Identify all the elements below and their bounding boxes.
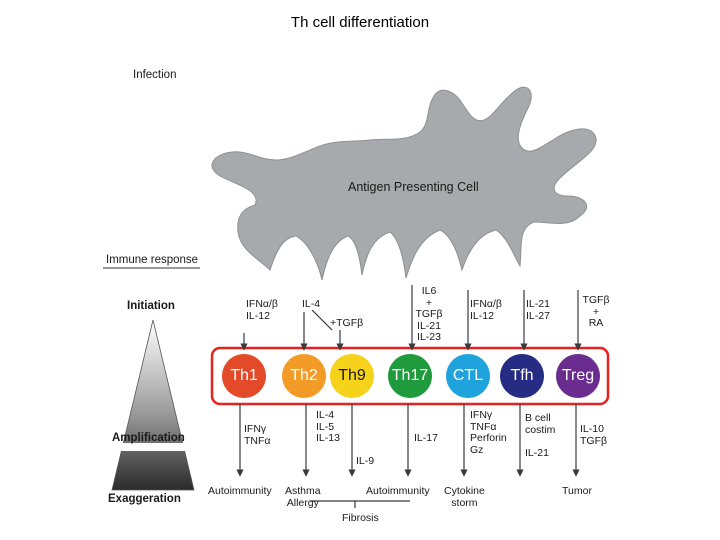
signal-th17: IL6 + TGFβ IL-21 IL-23 <box>415 285 443 343</box>
effector-th17: IL-17 <box>414 432 438 444</box>
immune-response-label: Immune response <box>106 254 199 266</box>
triangle-gap <box>104 443 202 451</box>
apc-label: Antigen Presenting Cell <box>348 180 479 194</box>
outcome-autoimmunity-th1: Autoimmunity <box>208 485 272 497</box>
cell-label: Th17 <box>391 367 429 384</box>
effector-treg: IL-10 TGFβ <box>580 423 608 447</box>
effector-tfh-costim: B cell costim <box>525 412 556 436</box>
pathogen-box-extracellular: Extracellular Bacteria/ Fungi <box>356 53 430 98</box>
effector-th9: IL-9 <box>356 455 375 467</box>
cell-label: Th9 <box>338 367 366 384</box>
signal-tfh: IL-21 IL-27 <box>526 298 550 322</box>
cell-label: Treg <box>561 367 595 384</box>
pathogen-label: Parasites <box>285 66 349 84</box>
arrow-tgfb-branch-left <box>311 309 333 331</box>
pathogen-label: Virus/ Intracellular Bacteria <box>213 57 269 93</box>
outcome-tumor: Tumor <box>562 485 592 497</box>
effector-ctl: IFNγ TNFα Perforin Gz <box>470 409 507 456</box>
cell-label: Th2 <box>290 367 318 384</box>
stage-initiation: Initiation <box>127 300 175 312</box>
cell-label: Th1 <box>230 367 258 384</box>
cell-tfh: Tfh <box>500 354 544 398</box>
outcome-fibrosis: Fibrosis <box>342 512 379 524</box>
pathogen-label: Extracellular Bacteria/ Fungi <box>364 57 422 93</box>
pathogen-box-parasites: Parasites <box>280 53 354 98</box>
cell-th2: Th2 <box>282 354 326 398</box>
cell-th9: Th9 <box>330 354 374 398</box>
effector-th1: IFNγ TNFα <box>244 423 271 447</box>
cell-ctl: CTL <box>446 354 490 398</box>
effector-tfh-il21: IL-21 <box>525 447 549 459</box>
cell-label: CTL <box>452 367 484 384</box>
signal-th2: IL-4 <box>302 298 321 310</box>
stage-amplification: Amplification <box>112 432 185 444</box>
pathogen-box-virus-2: Virus/ Intracellular Bacteria <box>432 53 504 98</box>
effector-th2: IL-4 IL-5 IL-13 <box>316 409 340 444</box>
cell-treg: Treg <box>556 354 600 398</box>
cell-label: Tfh <box>510 367 534 384</box>
outcome-autoimmunity-th17: Autoimmunity <box>366 485 430 497</box>
stage-exaggeration: Exaggeration <box>108 493 181 505</box>
pathogen-label: Virus/ Intracellular Bacteria <box>440 57 496 93</box>
signal-ctl: IFNα/β IL-12 <box>470 298 502 322</box>
stage-triangle <box>111 319 195 491</box>
signal-treg: TGFβ + RA <box>582 294 610 329</box>
page-title: Th cell differentiation <box>290 14 430 31</box>
pathogen-box-virus-1: Virus/ Intracellular Bacteria <box>205 53 277 98</box>
signal-th9: +TGFβ <box>330 317 364 329</box>
cell-th1: Th1 <box>222 354 266 398</box>
signal-th1: IFNα/β IL-12 <box>246 298 278 322</box>
infection-label: Infection <box>133 69 177 81</box>
outcome-cytokine-storm: Cytokine storm <box>444 485 485 509</box>
cell-th17: Th17 <box>388 354 432 398</box>
antigen-presenting-cell-shape <box>211 86 597 281</box>
outcome-asthma-allergy: Asthma Allergy <box>285 485 321 509</box>
